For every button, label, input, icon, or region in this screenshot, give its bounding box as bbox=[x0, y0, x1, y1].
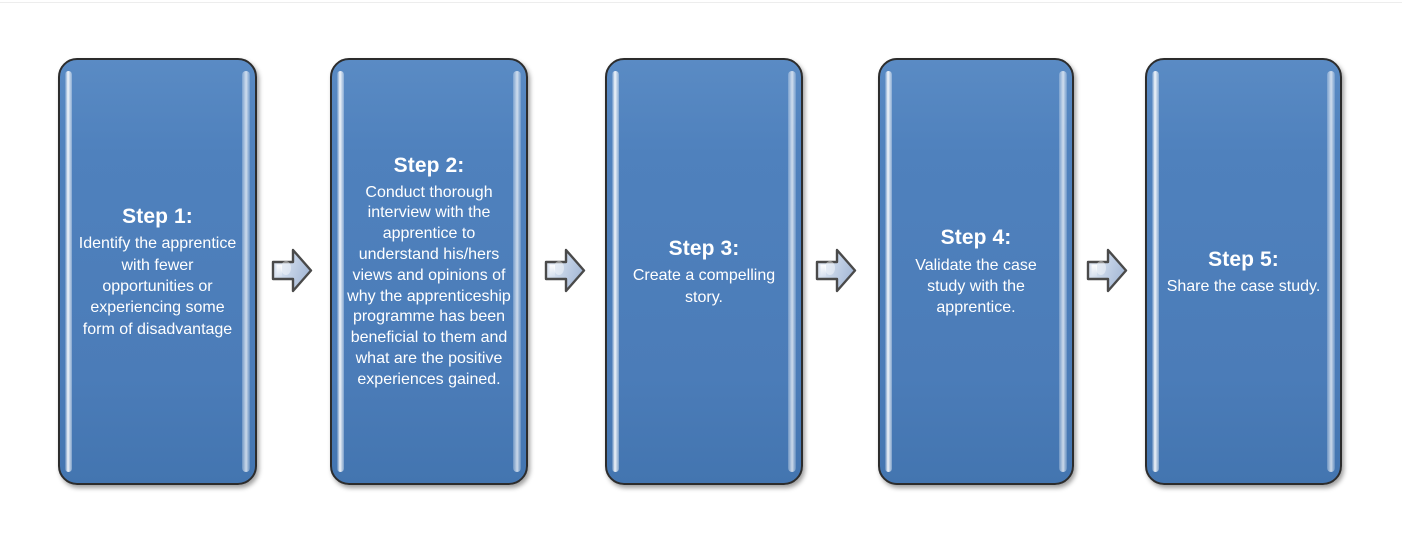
connector-arrow-3 bbox=[814, 247, 858, 294]
connector-arrow-2 bbox=[543, 247, 587, 294]
right-arrow-icon bbox=[544, 248, 586, 293]
step-3-title: Step 3: bbox=[668, 237, 740, 261]
top-divider-rule bbox=[0, 2, 1402, 3]
step-2-text: Step 2: Conduct thorough interview with … bbox=[332, 152, 526, 390]
step-2-title: Step 2: bbox=[393, 154, 465, 178]
step-4-text: Step 4: Validate the case study with the… bbox=[880, 224, 1072, 318]
right-arrow-icon bbox=[815, 248, 857, 293]
step-5-body: Share the case study. bbox=[1166, 278, 1321, 296]
step-3-body: Create a compelling story. bbox=[632, 267, 776, 306]
step-1-body: Identify the apprentice with fewer oppor… bbox=[78, 235, 237, 338]
connector-arrow-4 bbox=[1085, 247, 1129, 294]
right-arrow-icon bbox=[271, 248, 313, 293]
step-4-body: Validate the case study with the apprent… bbox=[915, 256, 1037, 317]
step-2-body: Conduct thorough interview with the appr… bbox=[347, 183, 511, 388]
step-box-2[interactable]: Step 2: Conduct thorough interview with … bbox=[330, 58, 528, 485]
step-3-text: Step 3: Create a compelling story. bbox=[607, 235, 801, 308]
step-4-title: Step 4: bbox=[940, 226, 1012, 250]
step-box-1[interactable]: Step 1: Identify the apprentice with few… bbox=[58, 58, 257, 485]
step-box-5[interactable]: Step 5: Share the case study. bbox=[1145, 58, 1342, 485]
right-arrow-icon bbox=[1086, 248, 1128, 293]
step-5-title: Step 5: bbox=[1208, 247, 1279, 271]
step-1-text: Step 1: Identify the apprentice with few… bbox=[60, 203, 255, 340]
step-1-title: Step 1: bbox=[122, 205, 193, 229]
step-box-4[interactable]: Step 4: Validate the case study with the… bbox=[878, 58, 1074, 485]
step-box-3[interactable]: Step 3: Create a compelling story. bbox=[605, 58, 803, 485]
connector-arrow-1 bbox=[270, 247, 314, 294]
step-5-text: Step 5: Share the case study. bbox=[1147, 246, 1340, 298]
